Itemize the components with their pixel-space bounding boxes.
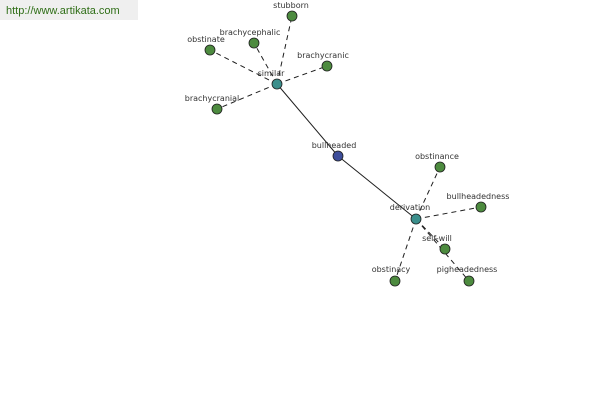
edge-similar-brachycephalic [253,42,278,85]
node-label-brachycephalic: brachycephalic [220,28,281,37]
node-pigheadedness[interactable] [463,275,475,287]
node-similar[interactable] [271,78,283,90]
edge-bullheaded-derivation [337,155,417,220]
node-bullheaded[interactable] [332,150,344,162]
node-label-obstinate: obstinate [187,35,225,44]
node-label-stubborn: stubborn [273,1,309,10]
edge-derivation-obstinacy [394,218,417,282]
node-self-will[interactable] [439,243,451,255]
edge-bullheaded-similar [276,83,339,157]
node-label-similar: similar [258,69,286,78]
source-url[interactable]: http://www.artikata.com [0,0,138,20]
node-bullheadedness[interactable] [475,201,487,213]
edge-similar-brachycranial [216,83,278,110]
edge-derivation-obstinance [415,166,441,220]
node-label-pigheadedness: pigheadedness [437,265,498,274]
node-label-brachycranial: brachycranial [185,94,239,103]
node-obstinate[interactable] [204,44,216,56]
edge-similar-brachycranic [276,65,328,85]
edges-layer [209,15,482,282]
node-label-bullheadedness: bullheadedness [447,192,510,201]
node-derivation[interactable] [410,213,422,225]
node-obstinacy[interactable] [389,275,401,287]
nodes-layer [204,10,487,287]
node-label-bullheaded: bullheaded [312,141,357,150]
node-label-derivation: derivation [390,203,430,212]
node-obstinance[interactable] [434,161,446,173]
labels-layer: bullheaded similar derivation stubborn brach… [185,1,510,274]
node-brachycephalic[interactable] [248,37,260,49]
node-label-obstinance: obstinance [415,152,459,161]
node-stubborn[interactable] [286,10,298,22]
node-label-brachycranic: brachycranic [297,51,349,60]
node-brachycranial[interactable] [211,103,223,115]
edge-derivation-self-will [415,218,446,250]
edge-derivation-bullheadedness [415,206,482,220]
node-label-self-will: self-will [422,234,452,243]
node-brachycranic[interactable] [321,60,333,72]
node-label-obstinacy: obstinacy [372,265,411,274]
edge-similar-obstinate [209,49,278,85]
edge-similar-stubborn [276,15,293,85]
